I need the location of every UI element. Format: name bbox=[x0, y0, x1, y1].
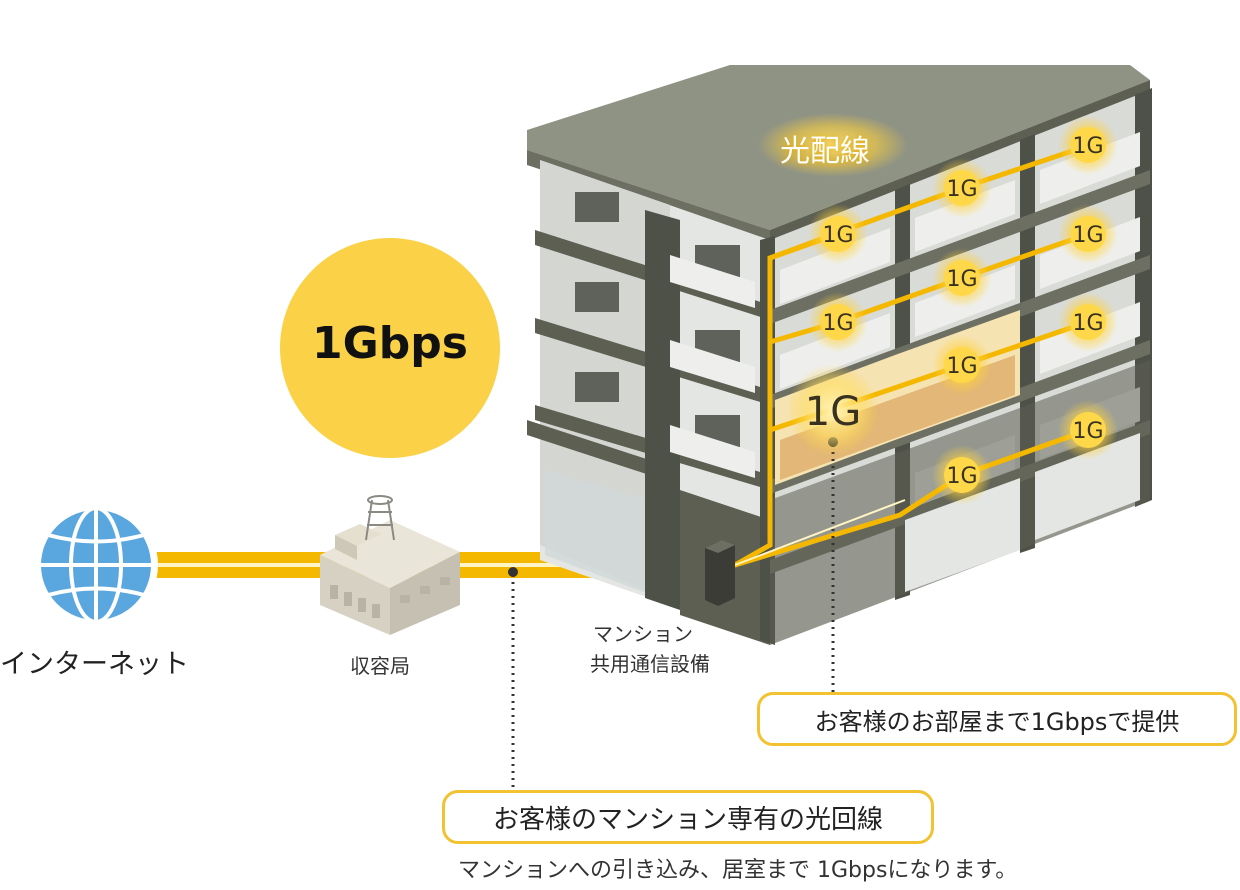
room-badge-label: 1G bbox=[946, 267, 977, 292]
room-badge bbox=[944, 347, 980, 383]
room-badge-label: 1G bbox=[822, 223, 853, 248]
station-label: 収容局 bbox=[350, 654, 410, 678]
line-callout-text: お客様のマンション専有の光回線 bbox=[492, 804, 883, 835]
room-badge-label: 1G bbox=[946, 177, 977, 202]
room-badge-label: 1G bbox=[1072, 223, 1103, 248]
room-badge bbox=[820, 304, 856, 340]
badge-glows bbox=[787, 115, 1118, 505]
highlight-badge-label: 1G bbox=[805, 389, 861, 435]
caption-text: マンションへの引き込み、居室まで 1Gbpsになります。 bbox=[458, 858, 1018, 883]
room-badge bbox=[1070, 127, 1106, 163]
globe-icon bbox=[34, 503, 158, 627]
internet-label: インターネット bbox=[0, 649, 189, 680]
room-badge bbox=[1070, 216, 1106, 252]
room-badge-label: 1G bbox=[946, 464, 977, 489]
room-badge bbox=[944, 457, 980, 493]
room-callout: お客様のお部屋まで1Gbpsで提供 bbox=[757, 692, 1237, 746]
equipment-label-line1: マンション bbox=[593, 622, 693, 646]
speed-circle bbox=[280, 238, 500, 458]
leader-lines bbox=[511, 445, 835, 790]
room-badge bbox=[1070, 304, 1106, 340]
room-badge bbox=[944, 170, 980, 206]
equipment-label-line2: 共用通信設備 bbox=[590, 652, 710, 676]
room-badge-label: 1G bbox=[1072, 134, 1103, 159]
wiring-label: 光配線 bbox=[780, 134, 870, 169]
room-callout-text: お客様のお部屋まで1Gbpsで提供 bbox=[814, 707, 1180, 736]
room-badge bbox=[1070, 412, 1106, 448]
room-badge-label: 1G bbox=[1072, 311, 1103, 336]
room-badge-label: 1G bbox=[1072, 419, 1103, 444]
highlight-badge-glow bbox=[787, 364, 879, 456]
wiring-label-glow bbox=[758, 113, 908, 177]
room-badge bbox=[944, 260, 980, 296]
line-anchor-dot bbox=[508, 567, 518, 577]
room-badge-label: 1G bbox=[946, 354, 977, 379]
badge-texts: 1G 1G 1G 1G 1G 1G 1G 1G 1G 1G 1G bbox=[805, 134, 1104, 489]
equipment-box-icon bbox=[705, 540, 735, 606]
room-badge-label: 1G bbox=[822, 311, 853, 336]
line-callout: お客様のマンション専有の光回線 bbox=[442, 790, 934, 844]
room-badge bbox=[820, 216, 856, 252]
station-building-icon bbox=[320, 495, 460, 635]
speed-label: 1Gbps bbox=[312, 318, 468, 369]
